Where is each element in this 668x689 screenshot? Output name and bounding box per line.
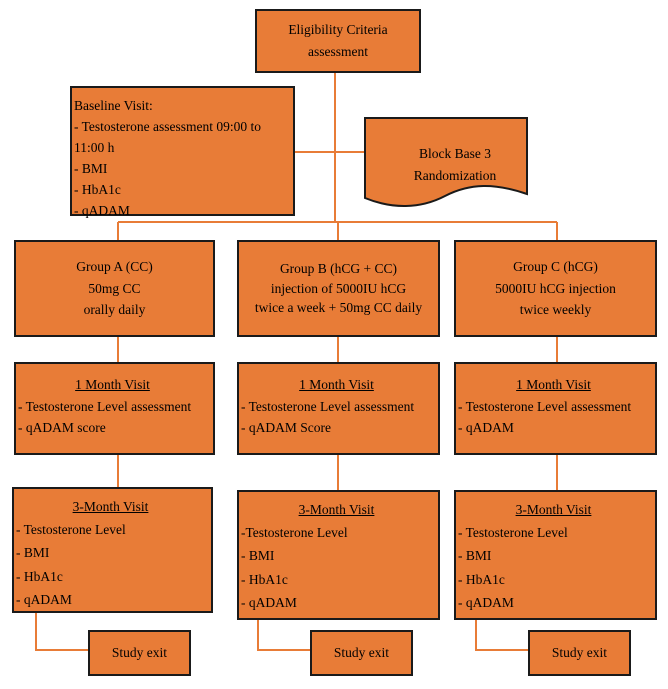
connector-a-to-exit <box>35 613 88 651</box>
baseline-item: - HbA1c <box>74 181 121 197</box>
month1-title: 1 Month Visit <box>299 377 374 392</box>
month1-visit-box-c: 1 Month Visit - Testosterone Level asses… <box>454 362 657 455</box>
month3-title: 3-Month Visit <box>515 502 592 517</box>
month3-title: 3-Month Visit <box>298 502 375 517</box>
study-exit-box-a: Study exit <box>88 630 191 676</box>
eligibility-line-1: Eligibility Criteria <box>288 22 388 38</box>
month3-item: - HbA1c <box>241 571 288 587</box>
baseline-item: - Testosterone assessment 09:00 to <box>74 118 262 134</box>
month3-visit-box-c: 3-Month Visit - Testosterone Level - BMI… <box>454 490 657 620</box>
randomization-line-2: Randomization <box>413 167 497 183</box>
baseline-item: - BMI <box>74 160 108 176</box>
baseline-item: 11:00 h <box>74 139 115 155</box>
group-c-line: twice weekly <box>519 302 592 318</box>
month3-item: - HbA1c <box>458 571 505 587</box>
month1-item: - qADAM Score <box>241 420 331 436</box>
group-a-line: orally daily <box>83 302 146 318</box>
group-b-line: injection of 5000IU hCG <box>270 280 407 296</box>
month3-item: -Testosterone Level <box>241 525 348 541</box>
randomization-shape <box>364 117 528 207</box>
month3-item: - BMI <box>241 548 275 564</box>
month3-item: - qADAM <box>458 594 514 610</box>
month1-title: 1 Month Visit <box>75 377 150 392</box>
eligibility-line-2: assessment <box>308 44 368 59</box>
month3-item: - HbA1c <box>16 568 63 584</box>
group-b-line: Group B (hCG + CC) <box>279 261 398 277</box>
group-a-line: Group A (CC) <box>76 259 153 275</box>
group-c-box: Group C (hCG) 5000IU hCG injection twice… <box>454 240 657 337</box>
baseline-title: Baseline Visit: <box>74 98 153 113</box>
group-c-line: Group C (hCG) <box>513 259 598 275</box>
group-c-line: 5000IU hCG injection <box>495 280 616 296</box>
study-exit-label: Study exit <box>333 645 390 661</box>
connector-c-to-exit <box>475 620 528 651</box>
month3-title: 3-Month Visit <box>72 499 149 514</box>
month1-visit-box-a: 1 Month Visit - Testosterone Level asses… <box>14 362 215 455</box>
month1-item: - Testosterone Level assessment <box>241 398 415 414</box>
month1-item: - qADAM score <box>18 420 106 436</box>
month1-visit-box-b: 1 Month Visit - Testosterone Level asses… <box>237 362 440 455</box>
baseline-item: - qADAM <box>74 202 130 218</box>
study-exit-box-c: Study exit <box>528 630 631 676</box>
month3-visit-box-a: 3-Month Visit - Testosterone Level - BMI… <box>12 487 213 613</box>
baseline-visit-box: Baseline Visit: - Testosterone assessmen… <box>70 86 295 218</box>
study-exit-label: Study exit <box>111 645 168 661</box>
month3-item: - BMI <box>458 548 492 564</box>
month3-item: - BMI <box>16 545 50 561</box>
month1-item: - Testosterone Level assessment <box>18 398 192 414</box>
month3-visit-box-b: 3-Month Visit -Testosterone Level - BMI … <box>237 490 440 620</box>
randomization-label: Block Base 3 Randomization <box>380 143 530 186</box>
month3-item: - Testosterone Level <box>458 525 568 541</box>
group-a-line: 50mg CC <box>88 280 141 296</box>
eligibility-criteria-box: Eligibility Criteria assessment <box>255 9 421 73</box>
group-b-box: Group B (hCG + CC) injection of 5000IU h… <box>237 240 440 337</box>
randomization-line-1: Block Base 3 <box>419 146 491 161</box>
month3-item: - qADAM <box>241 594 297 610</box>
study-exit-label: Study exit <box>551 645 608 661</box>
group-b-line: twice a week + 50mg CC daily <box>254 300 423 316</box>
month1-item: - qADAM <box>458 420 514 436</box>
group-a-box: Group A (CC) 50mg CC orally daily <box>14 240 215 337</box>
study-exit-box-b: Study exit <box>310 630 413 676</box>
month1-title: 1 Month Visit <box>516 377 591 392</box>
month1-item: - Testosterone Level assessment <box>458 398 632 414</box>
connector-b-to-exit <box>257 620 310 651</box>
month3-item: - qADAM <box>16 591 72 607</box>
month3-item: - Testosterone Level <box>16 522 126 538</box>
